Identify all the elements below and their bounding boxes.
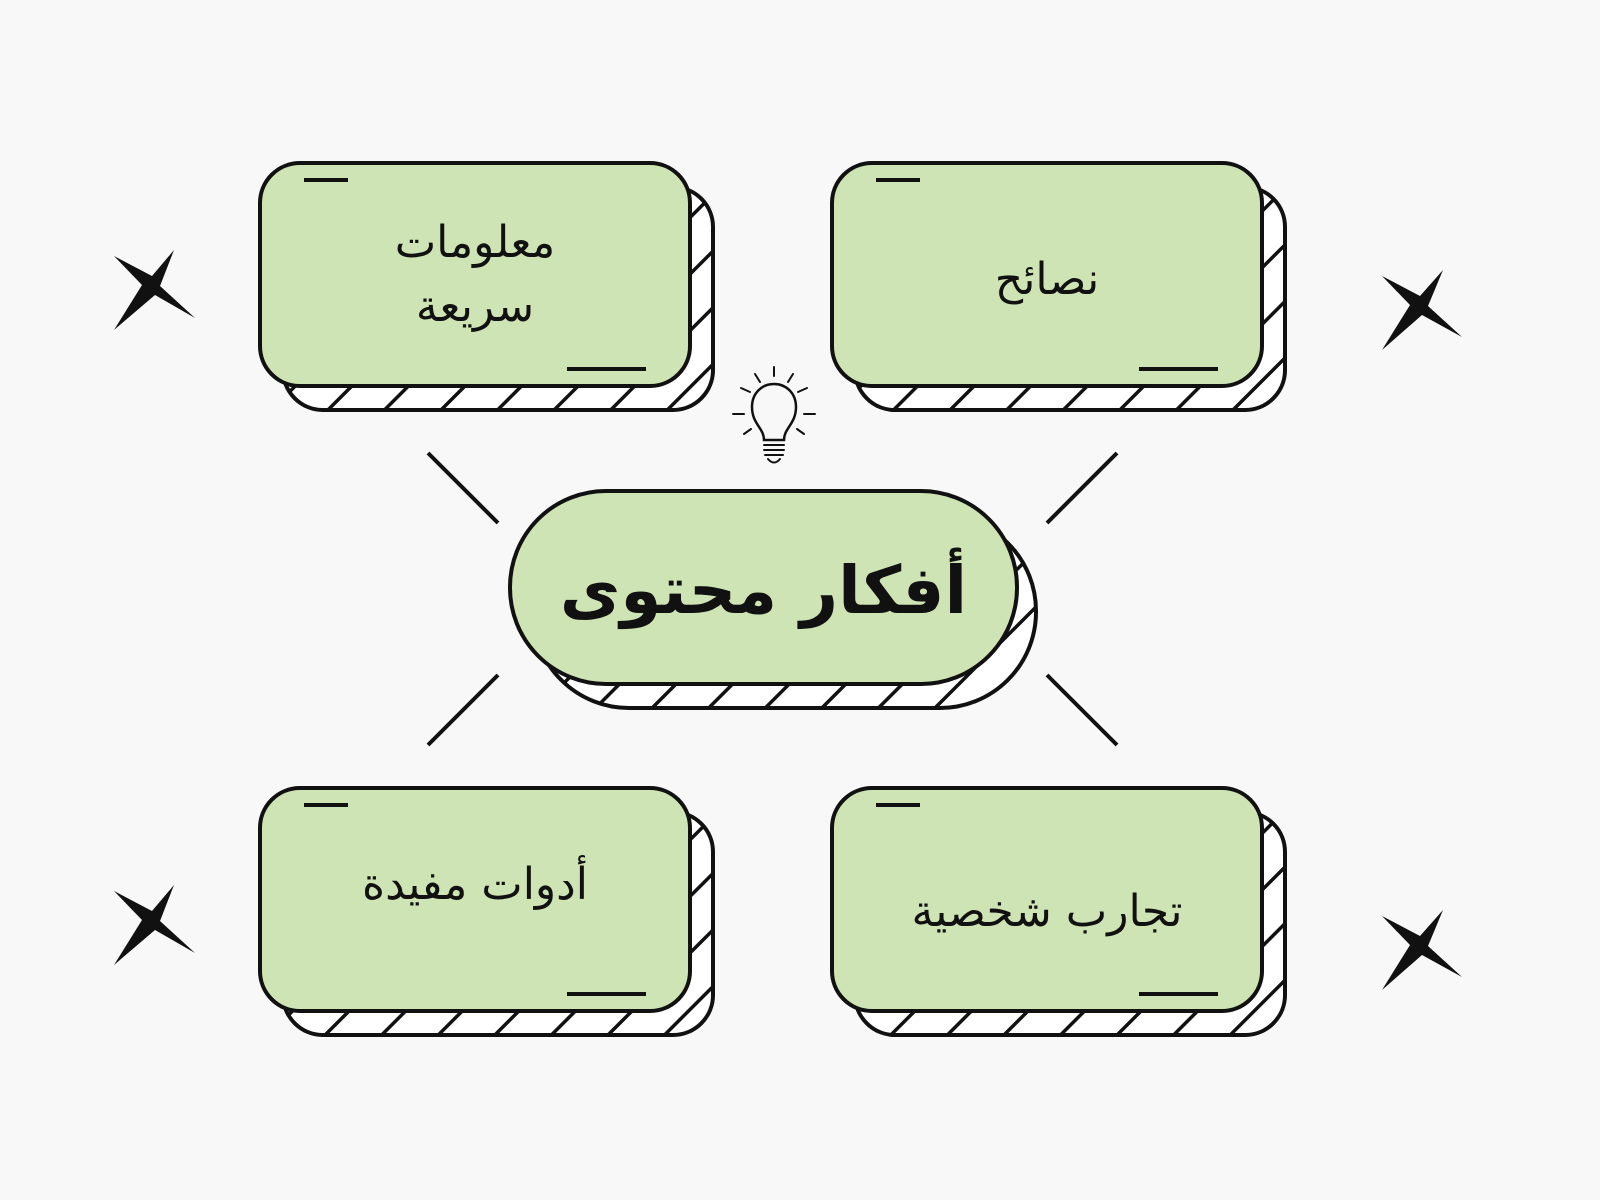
card-useful-tools — [258, 786, 715, 1037]
personal-experiences-text: تجارب شخصية — [911, 886, 1183, 938]
sparkle-star-icons — [114, 250, 1462, 990]
sparkle-star-icon — [1382, 910, 1462, 990]
sparkle-star-icon — [1382, 270, 1462, 350]
card-personal-experiences — [830, 786, 1287, 1037]
tips-text: نصائح — [994, 254, 1100, 306]
lightbulb-icon — [732, 366, 816, 464]
card-quick-info — [258, 161, 715, 412]
center-title-text: أفكار محتوى — [559, 551, 968, 629]
sparkle-star-icon — [114, 250, 195, 330]
connector-top-left — [426, 451, 500, 525]
card-label-tips: نصائح — [842, 230, 1252, 330]
sparkle-star-icon — [114, 885, 195, 965]
quick-info-text: معلومات سريعة — [394, 217, 556, 332]
center-title: أفكار محتوى — [520, 535, 1007, 645]
card-label-quick-info: معلومات سريعة — [270, 200, 680, 350]
connector-bottom-right — [1045, 673, 1119, 747]
center-node — [508, 489, 1038, 710]
card-label-personal-experiences: تجارب شخصية — [842, 862, 1252, 962]
useful-tools-text: أدوات مفيدة — [362, 859, 588, 911]
card-label-useful-tools: أدوات مفيدة — [270, 835, 680, 935]
connector-lines — [426, 451, 1119, 747]
connector-top-right — [1045, 451, 1119, 525]
card-tips — [830, 161, 1287, 412]
connector-bottom-left — [426, 673, 500, 747]
